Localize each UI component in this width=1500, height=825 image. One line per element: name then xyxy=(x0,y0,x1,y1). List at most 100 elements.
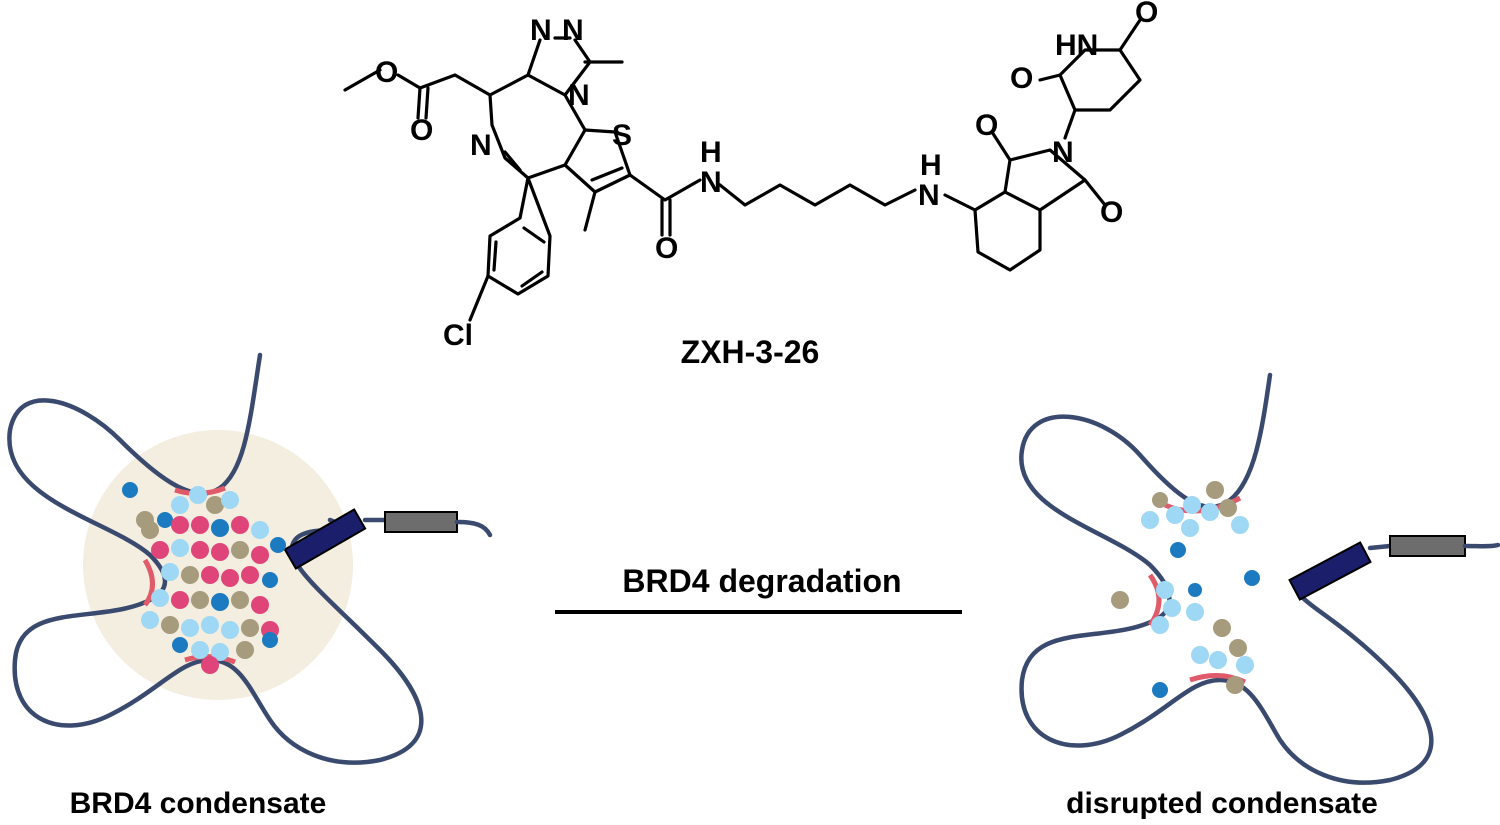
protein-dot xyxy=(1141,511,1159,529)
atom-label: H xyxy=(700,136,722,169)
protein-dot xyxy=(151,589,169,607)
bond xyxy=(486,176,552,296)
protein-dot xyxy=(1181,519,1199,537)
compound-name: ZXH-3-26 xyxy=(681,334,820,370)
protein-dot xyxy=(1156,581,1174,599)
atom-label: HN xyxy=(1055,29,1098,62)
protein-dot xyxy=(211,519,229,537)
protein-dot xyxy=(241,619,259,637)
protein-dot xyxy=(161,616,179,634)
atom-label: O xyxy=(975,109,998,142)
protein-dot xyxy=(136,511,154,529)
protein-dot xyxy=(191,591,209,609)
bond xyxy=(1038,73,1062,82)
protein-dot xyxy=(211,543,229,561)
protein-dot xyxy=(172,637,188,653)
protein-dot xyxy=(171,496,189,514)
bond xyxy=(583,190,597,232)
protein-dot xyxy=(1152,492,1168,508)
atom-label: N xyxy=(1052,136,1074,169)
atom-label: O xyxy=(410,114,433,147)
protein-dot xyxy=(1206,481,1224,499)
protein-dot xyxy=(1186,603,1204,621)
atom-label: N xyxy=(530,14,552,47)
protein-dot xyxy=(141,611,159,629)
right-disrupted-illustration xyxy=(1019,372,1500,785)
bond xyxy=(1003,148,1087,212)
protein-dot xyxy=(1226,676,1244,694)
protein-dot xyxy=(191,516,209,534)
protein-dot xyxy=(1244,570,1260,586)
atom-label: O xyxy=(375,56,398,89)
gene-box-navy xyxy=(1288,541,1372,601)
protein-dot xyxy=(251,546,269,564)
chromatin-fiber xyxy=(1367,543,1393,551)
protein-dot xyxy=(1163,599,1181,617)
protein-dot xyxy=(241,566,259,584)
chromatin-fiber xyxy=(7,352,424,765)
protein-dot xyxy=(231,541,249,559)
arrow-label: BRD4 degradation xyxy=(622,563,901,599)
protein-dot xyxy=(1213,619,1231,637)
atom-label: N xyxy=(568,79,590,112)
enhancer-segment xyxy=(142,558,155,607)
protein-dot xyxy=(191,541,209,559)
protein-dot xyxy=(151,541,169,559)
protein-dot xyxy=(1166,506,1184,524)
atom-label: N xyxy=(918,179,940,212)
protein-dot xyxy=(171,591,189,609)
atom-label: N xyxy=(562,14,584,47)
protein-dot xyxy=(1191,646,1209,664)
protein-dot xyxy=(1188,583,1202,597)
bond xyxy=(503,150,522,172)
atom-label: N xyxy=(470,129,492,162)
right-panel-label: disrupted condensate xyxy=(1066,787,1378,820)
bond xyxy=(468,274,490,322)
protein-dot xyxy=(1201,503,1219,521)
condensate-halo xyxy=(83,430,353,700)
protein-dot xyxy=(1236,656,1254,674)
protein-dot xyxy=(171,539,189,557)
atom-label: H xyxy=(920,149,942,182)
protein-dot xyxy=(221,491,239,509)
gene-box-gray xyxy=(384,511,458,533)
protein-dot xyxy=(231,516,249,534)
chemical-structure xyxy=(343,18,1142,322)
chromatin-fiber xyxy=(454,519,493,538)
bond xyxy=(424,86,430,120)
protein-dot xyxy=(122,482,138,498)
protein-dot xyxy=(262,572,278,588)
protein-dot xyxy=(211,593,229,611)
protein-dot xyxy=(161,563,179,581)
protein-dot xyxy=(171,516,189,534)
protein-dot xyxy=(201,566,219,584)
protein-dot xyxy=(231,591,249,609)
protein-dot xyxy=(1219,499,1237,517)
chromatin-fiber xyxy=(1019,372,1434,785)
protein-dot xyxy=(206,496,224,514)
protein-dot xyxy=(221,569,239,587)
atom-labels: N N N N S O O O N H N H O O N O HN O Cl xyxy=(375,0,1158,352)
protein-dot xyxy=(181,566,199,584)
left-condensate-illustration xyxy=(7,352,493,765)
protein-dot xyxy=(251,521,269,539)
protein-dot xyxy=(189,486,207,504)
bond xyxy=(943,190,1042,272)
atom-label: O xyxy=(655,232,678,265)
bond xyxy=(526,38,624,97)
protein-dot xyxy=(1170,542,1186,558)
protein-dot xyxy=(221,621,239,639)
bond xyxy=(396,73,492,97)
bond xyxy=(660,198,672,237)
protein-dot xyxy=(201,656,219,674)
gene-box-navy xyxy=(283,508,367,570)
protein-dot xyxy=(262,632,278,648)
protein-dot xyxy=(1209,651,1227,669)
bond xyxy=(1083,178,1107,207)
left-panel-label: BRD4 condensate xyxy=(70,787,327,820)
bond xyxy=(1118,18,1142,52)
bond xyxy=(416,86,422,120)
protein-dot xyxy=(211,643,229,661)
